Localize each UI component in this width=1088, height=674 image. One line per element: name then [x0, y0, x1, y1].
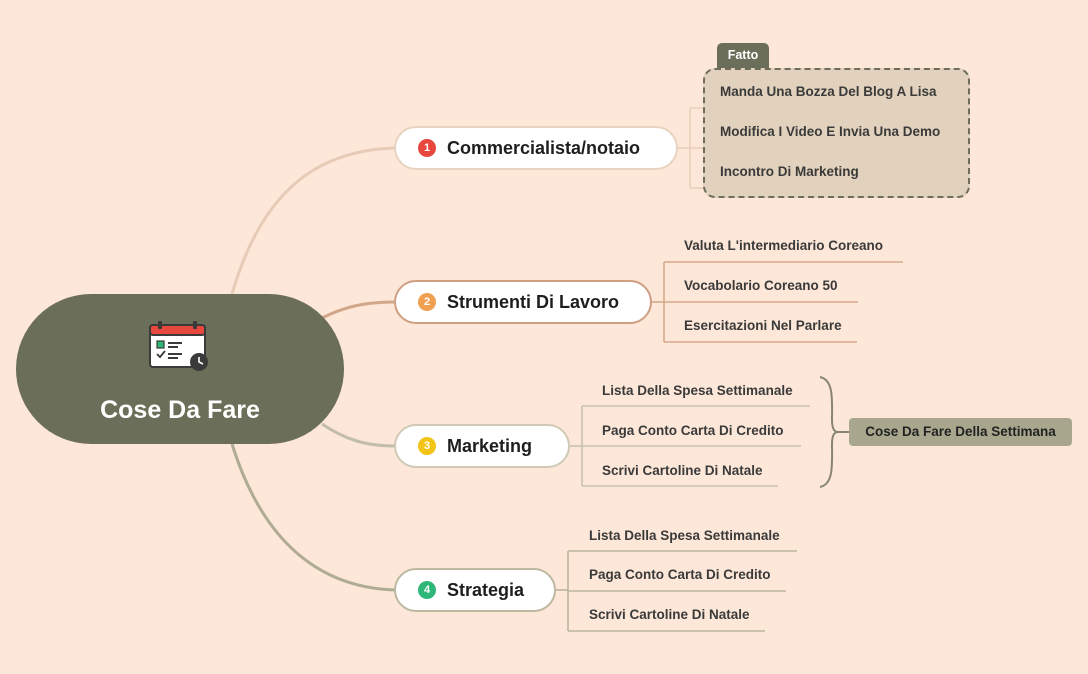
leaf-item[interactable]: Scrivi Cartoline Di Natale [589, 607, 750, 622]
leaf-item[interactable]: Paga Conto Carta Di Credito [602, 423, 784, 438]
summary-brace [819, 376, 839, 488]
branch-marketing[interactable]: 3 Marketing [394, 424, 570, 468]
leaf-item[interactable]: Modifica I Video E Invia Una Demo [720, 124, 941, 139]
branch-strategia[interactable]: 4 Strategia [394, 568, 556, 612]
leaf-item[interactable]: Lista Della Spesa Settimanale [589, 528, 780, 543]
branch-label: Marketing [447, 435, 533, 456]
branch-3-leaf-lines [569, 405, 810, 487]
leaf-item[interactable]: Esercitazioni Nel Parlare [684, 318, 842, 333]
branch-label: Strategia [447, 579, 525, 600]
leaf-item[interactable]: Manda Una Bozza Del Blog A Lisa [720, 84, 937, 99]
leaf-item[interactable]: Lista Della Spesa Settimanale [602, 383, 793, 398]
leaf-item[interactable]: Scrivi Cartoline Di Natale [602, 463, 763, 478]
connector-branch-2 [321, 300, 397, 320]
branch-label: Strumenti Di Lavoro [447, 291, 620, 312]
leaf-item[interactable]: Paga Conto Carta Di Credito [589, 567, 771, 582]
summary-label[interactable]: Cose Da Fare Della Settimana [849, 418, 1072, 446]
priority-1-icon: 1 [418, 139, 436, 157]
connector-branch-1 [230, 146, 397, 295]
connector-branch-3 [321, 422, 397, 448]
branch-commercialista[interactable]: 1 Commercialista/notaio [394, 126, 678, 170]
central-topic-title: Cose Da Fare [100, 396, 260, 424]
branch-strumenti-di-lavoro[interactable]: 2 Strumenti Di Lavoro [394, 280, 652, 324]
connector-branch-4 [230, 443, 397, 592]
central-topic[interactable]: Cose Da Fare [16, 294, 344, 444]
priority-2-icon: 2 [418, 293, 436, 311]
leaf-item[interactable]: Valuta L'intermediario Coreano [684, 238, 884, 253]
done-boundary-label: Fatto [717, 43, 769, 68]
done-boundary [703, 68, 970, 198]
priority-4-icon: 4 [418, 581, 436, 599]
branch-4-leaf-lines [555, 550, 797, 632]
leaf-item[interactable]: Vocabolario Coreano 50 [684, 278, 838, 293]
priority-3-icon: 3 [418, 437, 436, 455]
branch-2-leaf-lines [651, 261, 903, 343]
leaf-item[interactable]: Incontro Di Marketing [720, 164, 859, 179]
branch-label: Commercialista/notaio [447, 137, 641, 158]
calendar-checklist-icon [149, 321, 208, 371]
